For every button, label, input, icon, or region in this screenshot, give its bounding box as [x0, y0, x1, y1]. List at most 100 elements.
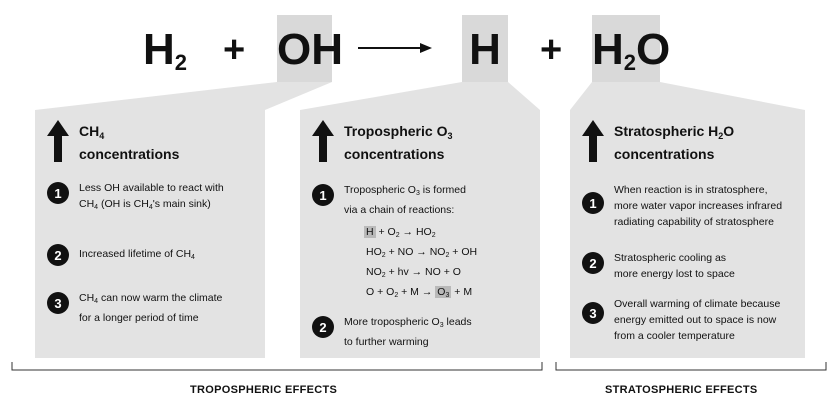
t: Tropospheric O [344, 184, 416, 196]
o3-item-2-text: More tropospheric O3 leads to further wa… [344, 314, 472, 350]
oh-highlight [277, 15, 332, 82]
number-badge: 1 [582, 192, 604, 214]
number-badge: 1 [312, 184, 334, 206]
o3-item-1-line2: via a chain of reactions: [344, 204, 455, 216]
t: O + O [366, 286, 395, 298]
number-badge: 2 [582, 252, 604, 274]
t: HO [366, 246, 382, 258]
h2o-o: O [636, 25, 671, 74]
bracket-stratospheric [555, 362, 827, 371]
t: can now warm the climate [98, 292, 223, 304]
t: CH [79, 292, 95, 304]
up-arrow-icon [582, 120, 604, 162]
t-sub: 2 [431, 232, 436, 239]
h2o-item-3-line1: Overall warming of climate because [614, 298, 781, 310]
reaction-arrow-head [420, 43, 432, 53]
h2-subscript: 2 [174, 50, 188, 75]
highlighted-h: H [364, 226, 376, 238]
t: 's main sink) [152, 198, 211, 210]
t: leads [443, 316, 472, 328]
h2o-item-2-line2: more energy lost to space [614, 268, 735, 280]
highlighted-o3: O3 [435, 286, 452, 299]
reaction-equation: H2 + OH H + H2O [0, 0, 835, 95]
number-badge: 1 [47, 182, 69, 204]
t-sub: 3 [445, 292, 450, 299]
o3-item-1: 1 Tropospheric O3 is formed via a chain … [312, 182, 466, 218]
panel-ch4-bg [35, 110, 265, 358]
o3-title-text: Tropospheric O [344, 123, 448, 139]
h2o-item-2: 2 Stratospheric cooling as more energy l… [582, 250, 735, 282]
panel-o3: Tropospheric O3 concentrations 1 Troposp… [300, 110, 540, 358]
footer-tropospheric-effects: TROPOSPHERIC EFFECTS [190, 384, 338, 396]
footer-stratospheric-effects: STRATOSPHERIC EFFECTS [605, 384, 758, 396]
t: More tropospheric O [344, 316, 440, 328]
t: Increased lifetime of CH [79, 248, 192, 260]
connector-h2o [570, 82, 805, 110]
o3-item-2: 2 More tropospheric O3 leads to further … [312, 314, 472, 350]
h2o-item-1-text: When reaction is in stratosphere, more w… [614, 182, 782, 230]
ch4-title-sub: 4 [99, 131, 105, 141]
panel-o3-bg [300, 110, 540, 358]
o3-item-2-line2: to further warming [344, 336, 429, 348]
o3-item-1-text: Tropospheric O3 is formed via a chain of… [344, 182, 466, 218]
reaction-2: HO2 + NO → NO2 + OH [366, 244, 477, 264]
h2o-item-2-text: Stratospheric cooling as more energy los… [614, 250, 735, 282]
t-sub: 2 [445, 252, 450, 259]
ch4-item-3-line1: CH4 can now warm the climate [79, 290, 222, 310]
panel-ch4-header: CH4 concentrations [47, 120, 179, 163]
t-sub: 3 [439, 322, 444, 329]
h-highlight [462, 15, 508, 82]
t: → HO [399, 226, 432, 238]
panel-h2o-bg [570, 110, 805, 358]
h2o-item-3-line3: from a cooler temperature [614, 330, 735, 342]
h2o-item-1-line1: When reaction is in stratosphere, [614, 184, 768, 196]
panel-h2o-header: Stratospheric H2O concentrations [582, 120, 734, 163]
t-sub: 2 [395, 232, 400, 239]
h2o-highlight [592, 15, 660, 82]
ch4-item-3: 3 CH4 can now warm the climate for a lon… [47, 290, 222, 326]
t: NO [366, 266, 382, 278]
t-sub: 3 [415, 190, 420, 197]
reaction-1: H + O2 → HO2 [364, 224, 436, 244]
ch4-item-1: 1 Less OH available to react with CH4 (O… [47, 180, 224, 216]
h2o-item-1-line2: more water vapor increases infrared [614, 200, 783, 212]
t-sub: 4 [148, 204, 153, 211]
ch4-item-2: 2 Increased lifetime of CH4 [47, 242, 195, 266]
ch4-item-2-text: Increased lifetime of CH4 [79, 246, 195, 266]
ch4-item-1-line2: CH4 (OH is CH4's main sink) [79, 196, 224, 216]
ch4-item-3-line2: for a longer period of time [79, 312, 199, 324]
h2o-item-3-line2: energy emitted out to space is now [614, 314, 777, 326]
t-sub: 4 [94, 298, 99, 305]
h2o-item-1: 1 When reaction is in stratosphere, more… [582, 182, 782, 230]
number-badge: 2 [47, 244, 69, 266]
term-h: H [469, 25, 501, 74]
number-badge: 3 [582, 302, 604, 324]
panel-o3-title: Tropospheric O3 concentrations [344, 122, 452, 163]
term-oh: OH [277, 25, 343, 74]
panel-h2o: Stratospheric H2O concentrations 1 When … [570, 110, 805, 358]
t: + M → [398, 286, 436, 298]
t: + M [451, 286, 473, 298]
bracket-tropospheric [11, 362, 543, 371]
panel-ch4-title: CH4 concentrations [79, 122, 179, 163]
plus-2: + [540, 29, 563, 71]
t: + NO → NO [385, 246, 446, 258]
h2o-subscript: 2 [623, 50, 637, 75]
reaction-4: O + O2 + M → O3 + M [366, 284, 472, 304]
h2o-item-3: 3 Overall warming of climate because ene… [582, 296, 780, 344]
ch4-title-ch: CH [79, 123, 100, 139]
h2o-title-sub: 2 [718, 131, 724, 141]
ch4-item-3-text: CH4 can now warm the climate for a longe… [79, 290, 222, 326]
panel-ch4: CH4 concentrations 1 Less OH available t… [35, 110, 265, 358]
connector-o3 [300, 82, 540, 110]
reaction-3: NO2 + hv → NO + O [366, 264, 461, 284]
number-badge: 3 [47, 292, 69, 314]
o3-title-line2: concentrations [344, 146, 445, 162]
t: is formed [419, 184, 466, 196]
h2o-title-o: O [723, 123, 735, 139]
o3-item-1-line1: Tropospheric O3 is formed [344, 182, 466, 202]
up-arrow-icon [312, 120, 334, 162]
panel-o3-header: Tropospheric O3 concentrations [312, 120, 452, 163]
plus-1: + [223, 29, 246, 71]
